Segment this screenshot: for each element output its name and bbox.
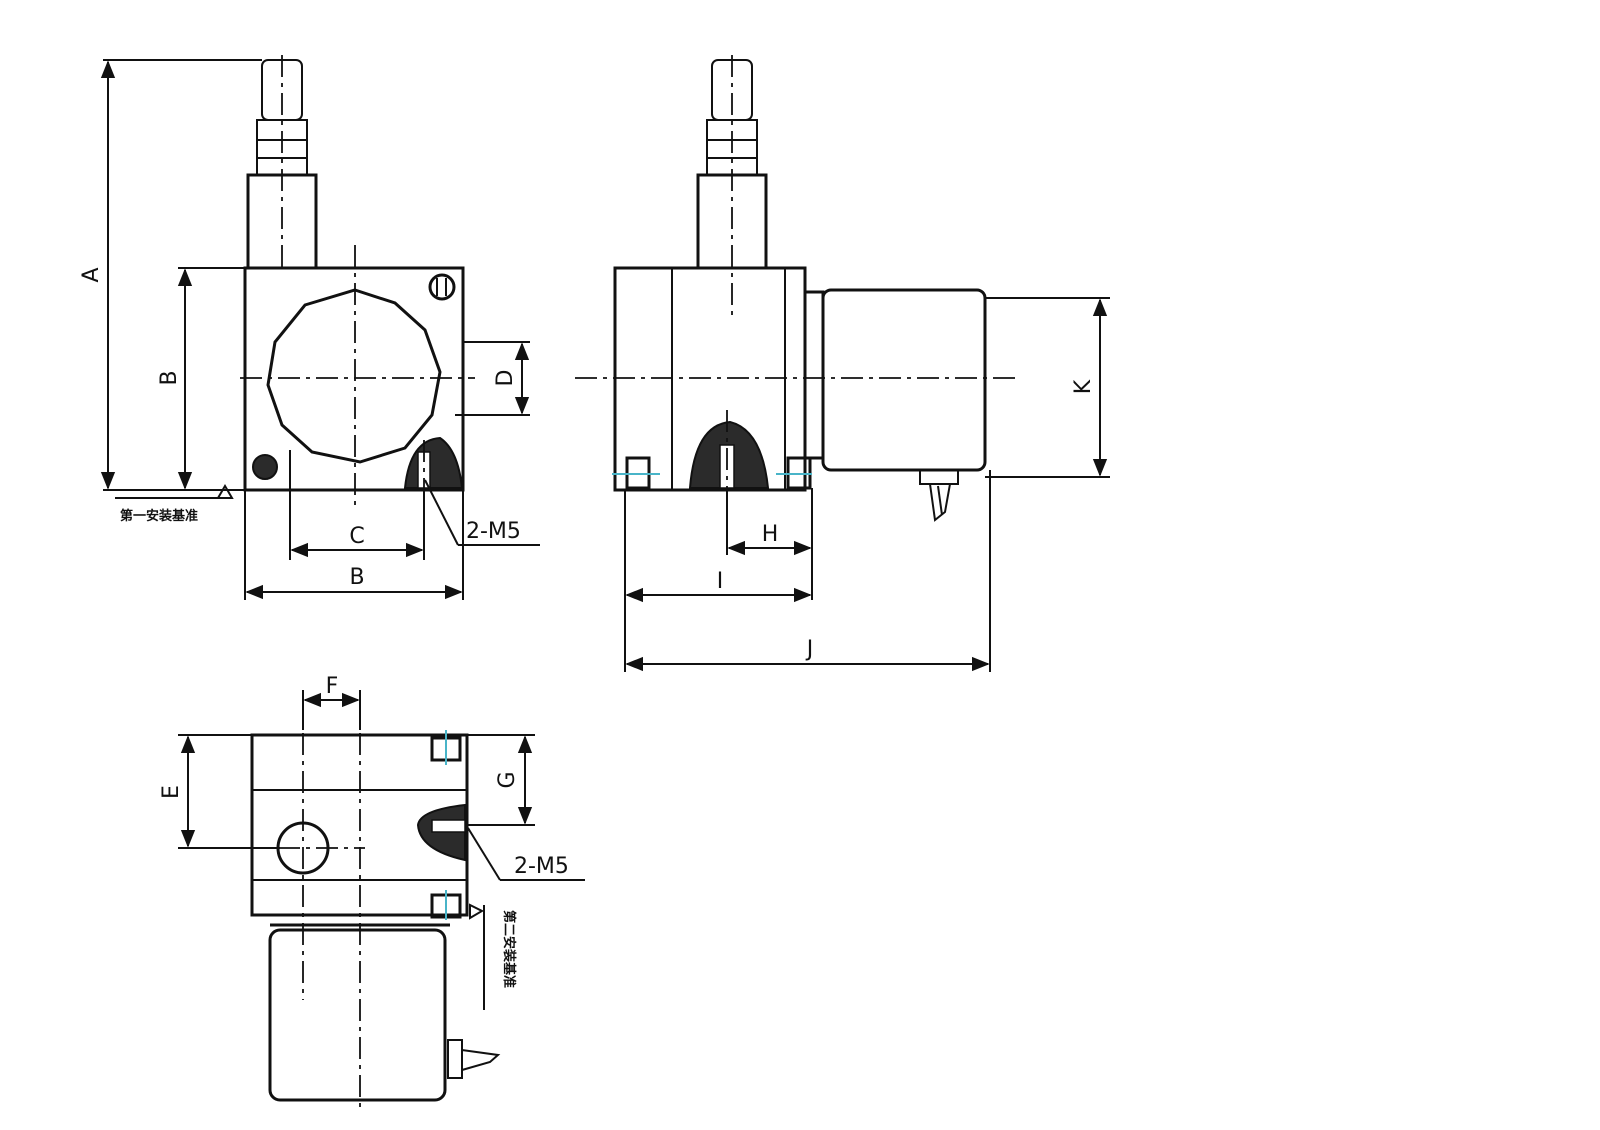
bottom-view: F E G 2-M5 第二安装基准 <box>159 674 585 1110</box>
dim-D-label: D <box>493 370 518 387</box>
mount-ref-2-label: 第二安装基准 <box>501 910 517 988</box>
side-encoder-body <box>821 288 987 472</box>
side-view: H I J K <box>575 55 1110 672</box>
dim-J-label: J <box>805 637 814 662</box>
bottom-thread-callout: 2-M5 <box>514 854 569 879</box>
side-connector-icon <box>919 469 959 485</box>
bottom-connector-icon <box>447 1039 463 1079</box>
mount-ref-2-triangle <box>469 903 485 920</box>
front-thread-callout: 2-M5 <box>466 519 521 544</box>
front-view: A B 第一安装基准 C B D 2-M5 <box>79 55 540 600</box>
front-body <box>243 266 465 492</box>
dim-B-vertical-label: B <box>157 370 182 385</box>
dim-K-label: K <box>1071 379 1096 394</box>
front-drum <box>266 288 442 464</box>
dim-A-label: A <box>79 267 104 282</box>
mount-ref-1-triangle <box>216 484 234 499</box>
dim-C-label: C <box>349 524 364 549</box>
dim-F-label: F <box>326 674 339 699</box>
dim-E-label: E <box>159 785 184 799</box>
bottom-encoder-body <box>268 928 447 1102</box>
dim-H-label: H <box>762 522 779 547</box>
front-thread-section <box>403 436 464 489</box>
dim-G-label: G <box>495 771 520 788</box>
side-encoder-flange <box>803 290 825 460</box>
mount-ref-1-label: 第一安装基准 <box>120 508 198 524</box>
dim-I-label: I <box>717 569 724 594</box>
front-screw-bottom-icon <box>252 454 278 480</box>
front-screw-top-icon <box>428 273 456 301</box>
dim-B-horizontal-label: B <box>349 565 364 590</box>
